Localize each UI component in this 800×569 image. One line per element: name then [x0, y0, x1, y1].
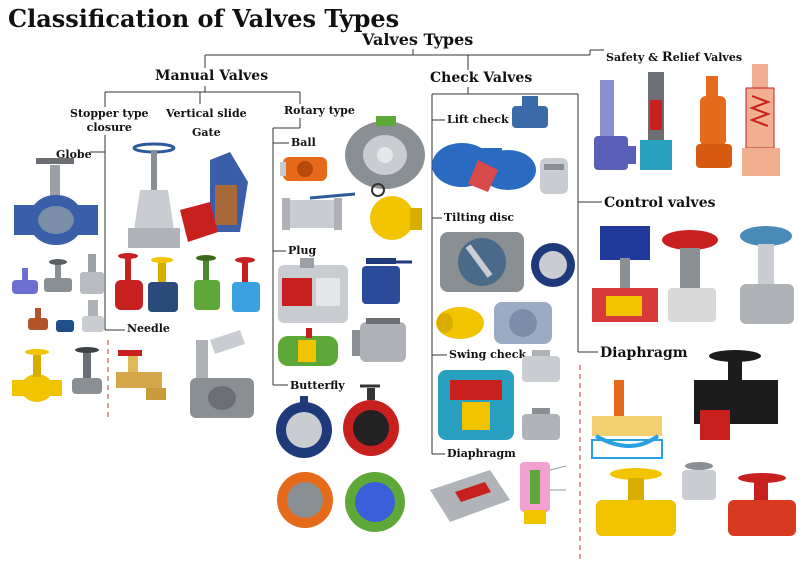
safety-relief-label: Safety & Relief Valves — [606, 50, 742, 65]
swing-check-valves — [522, 350, 560, 440]
plug-cutaway-image — [278, 258, 348, 323]
lift-check-cutaway — [432, 143, 536, 192]
page-title: Classification of Valves Types — [8, 4, 400, 33]
needle-cutaway-image — [190, 330, 254, 418]
check-valves-label: Check Valves — [430, 70, 533, 86]
small-gate-valves — [115, 253, 260, 312]
check-diaphragm-label: Diaphragm — [447, 447, 516, 460]
tilting-disc-yellow — [436, 307, 484, 339]
safety-rest: elief Valves — [672, 51, 743, 64]
butterfly-valve-orange — [277, 472, 333, 528]
needle-label: Needle — [127, 322, 170, 335]
plug-valve-blue — [362, 258, 412, 304]
butterfly-label: Butterfly — [290, 379, 345, 392]
gate-valve-image — [128, 142, 180, 248]
needle-valve-image — [116, 350, 166, 400]
lift-check-valve-silver — [540, 158, 568, 194]
ball-valve-yellow — [370, 183, 422, 240]
control-valves-label: Control valves — [604, 195, 716, 211]
diaphragm-diagram — [591, 380, 663, 459]
tilting-disc-gray — [494, 302, 552, 344]
diaphragm-valve-yellow — [596, 468, 676, 536]
lift-check-label: Lift check — [447, 113, 509, 126]
tilting-disc-label: Tilting disc — [444, 211, 515, 224]
check-diaphragm-diagram — [520, 462, 567, 524]
plug-valve-gray — [352, 318, 406, 362]
relief-valve-orange — [696, 76, 732, 168]
safety-valve-blue — [594, 80, 636, 170]
plug-valve-green — [278, 328, 338, 366]
gray-globe-valve — [72, 347, 102, 394]
safety-prefix: Safety & — [606, 51, 662, 64]
ball-valve-flanged — [282, 192, 356, 230]
manual-valves-label: Manual Valves — [155, 68, 269, 84]
tilting-disc-cutaway — [440, 232, 524, 292]
root-label: Valves Types — [362, 30, 474, 49]
control-valve-red — [662, 230, 718, 322]
small-globe-valves — [12, 254, 104, 332]
butterfly-valve-red — [343, 384, 399, 456]
relief-valve-cutaway — [640, 72, 672, 170]
check-diaphragm-cutaway — [430, 470, 510, 522]
control-valve-blue — [740, 226, 794, 324]
tree-lines — [90, 49, 604, 455]
ball-valve-orange — [280, 157, 327, 181]
diaphragm-valve-black — [694, 350, 778, 440]
relief-valve-diagram — [742, 64, 780, 176]
plug-label: Plug — [288, 244, 317, 257]
butterfly-valve-green — [345, 472, 405, 532]
rotary-type-label: Rotary type — [284, 104, 355, 117]
diaphragm-valve-small — [682, 462, 716, 500]
lift-check-valve-small — [512, 96, 548, 128]
ball-label: Ball — [291, 136, 316, 149]
globe-label: Globe — [56, 148, 92, 161]
safety-initial: R — [661, 50, 673, 65]
butterfly-valve-blue — [276, 396, 332, 458]
swing-check-label: Swing check — [449, 348, 527, 361]
control-valve-cutaway — [592, 226, 658, 322]
tilting-disc-ring — [531, 243, 575, 287]
gate-cutaway-image — [180, 152, 248, 242]
ball-cutaway-image — [345, 116, 425, 189]
yellow-globe-valve — [12, 349, 62, 402]
diaphragm-valve-red — [728, 473, 796, 536]
vertical-slide-label: Vertical slide Gate — [166, 107, 247, 139]
stopper-type-label: Stopper type closure — [70, 107, 149, 134]
diaphragm-label: Diaphragm — [600, 345, 688, 361]
globe-valve-image — [14, 158, 98, 245]
swing-check-cutaway — [438, 370, 514, 440]
